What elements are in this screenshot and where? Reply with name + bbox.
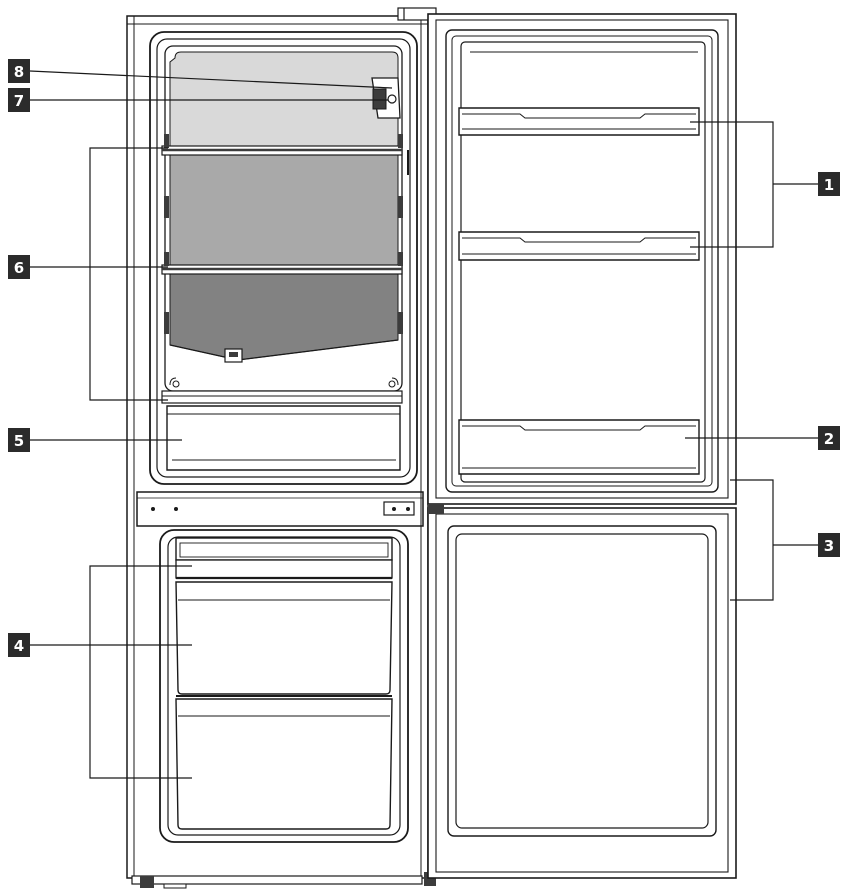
- callout-1: 1: [818, 172, 840, 196]
- callout-5: 5: [8, 428, 30, 452]
- callout-3: 3: [818, 533, 840, 557]
- svg-text:4: 4: [14, 637, 24, 655]
- callout-2: 2: [818, 426, 840, 450]
- freezer-door: [427, 504, 737, 879]
- fridge-door: [427, 13, 737, 505]
- svg-text:3: 3: [824, 537, 834, 555]
- control-panel: [151, 501, 415, 516]
- svg-text:5: 5: [14, 432, 24, 450]
- base-feet: [131, 872, 436, 889]
- svg-text:2: 2: [824, 430, 834, 448]
- callout-7: 7: [8, 88, 30, 112]
- svg-text:6: 6: [14, 259, 24, 277]
- callout-4: 4: [8, 633, 30, 657]
- callout-8: 8: [8, 59, 30, 83]
- callout-6: 6: [8, 255, 30, 279]
- freezer-compartment: [159, 529, 409, 843]
- svg-text:1: 1: [824, 176, 834, 194]
- fridge-compartment: [149, 31, 418, 485]
- svg-text:7: 7: [14, 92, 24, 110]
- callout-leaders: [29, 70, 818, 779]
- svg-text:8: 8: [14, 63, 24, 81]
